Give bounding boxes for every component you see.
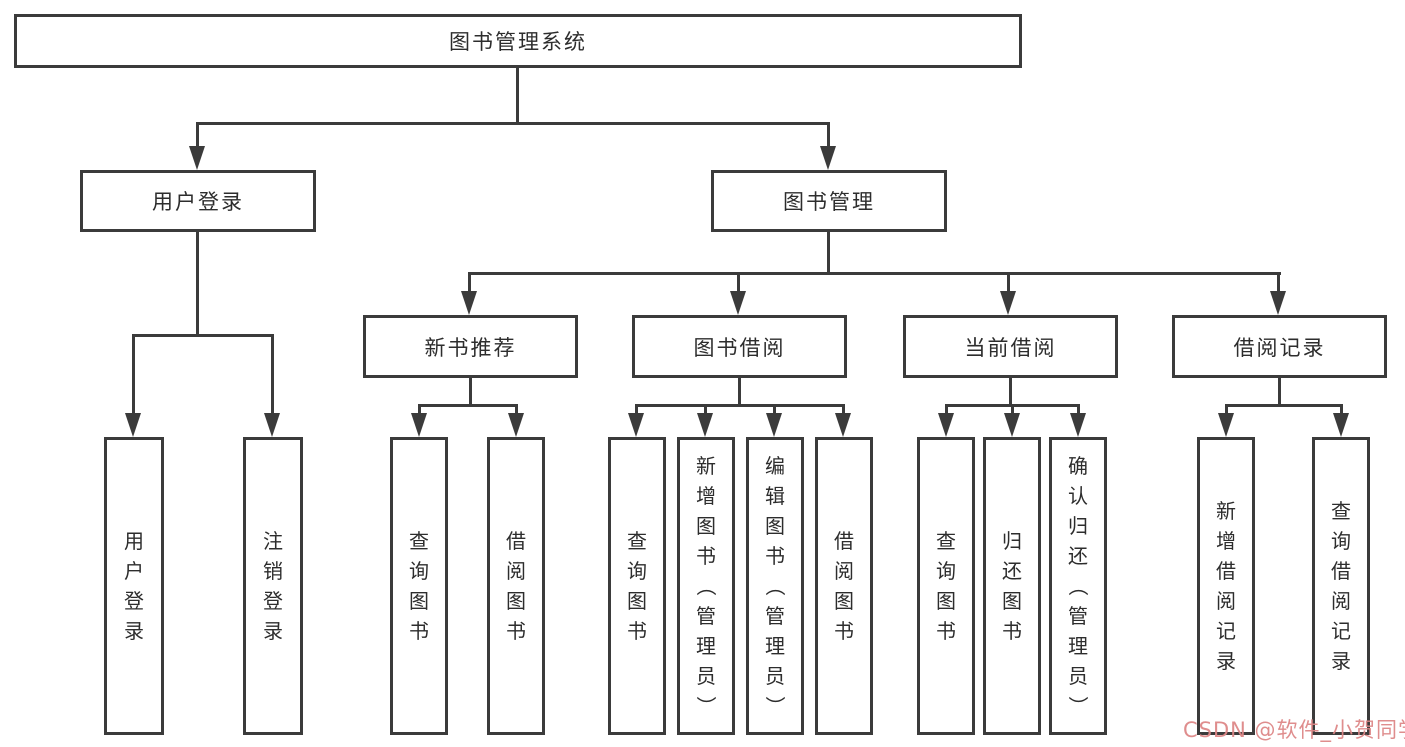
arrow-down-icon <box>1000 291 1016 315</box>
connector-line <box>704 404 707 416</box>
arrow-down-icon <box>189 146 205 170</box>
connector-line <box>1277 272 1280 292</box>
leaf-add-borrow-record: 新增借阅记录 <box>1197 437 1255 735</box>
leaf-query-books-current: 查询图书 <box>917 437 975 735</box>
node-book-borrowing: 图书借阅 <box>632 315 847 378</box>
connector-line <box>418 404 421 416</box>
node-user-login: 用户登录 <box>80 170 316 232</box>
arrow-down-icon <box>938 413 954 437</box>
connector-line <box>515 404 518 416</box>
leaf-label: 查询图书 <box>409 529 429 643</box>
connector-line <box>737 272 740 292</box>
leaf-label: 新增图书（管理员） <box>694 454 718 716</box>
arrow-down-icon <box>820 146 836 170</box>
connector-line <box>842 404 845 416</box>
leaf-add-book-admin: 新增图书（管理员） <box>677 437 735 735</box>
node-library-system: 图书管理系统 <box>14 14 1022 68</box>
leaf-query-books-borrowing: 查询图书 <box>608 437 666 735</box>
arrow-down-icon <box>461 291 477 315</box>
leaf-borrow-books-recommend: 借阅图书 <box>487 437 545 735</box>
node-label: 借阅记录 <box>1233 335 1326 360</box>
arrow-down-icon <box>125 413 141 437</box>
connector-line <box>945 404 948 416</box>
leaf-return-books: 归还图书 <box>983 437 1041 735</box>
arrow-down-icon <box>1218 413 1234 437</box>
connector-line <box>635 404 844 407</box>
leaf-label: 确认归还（管理员） <box>1066 454 1090 716</box>
connector-line <box>418 404 518 407</box>
connector-line <box>738 378 741 404</box>
connector-line <box>468 272 471 292</box>
connector-line <box>635 404 638 416</box>
leaf-borrow-books-borrowing: 借阅图书 <box>815 437 873 735</box>
connector-line <box>1225 404 1228 416</box>
leaf-label: 注销登录 <box>263 529 283 643</box>
arrow-down-icon <box>1070 413 1086 437</box>
connector-line <box>1009 378 1012 404</box>
arrow-down-icon <box>264 413 280 437</box>
connector-line <box>1011 404 1014 416</box>
leaf-query-borrow-record: 查询借阅记录 <box>1312 437 1370 735</box>
leaf-label: 查询借阅记录 <box>1331 499 1351 673</box>
connector-line <box>1007 272 1010 292</box>
leaf-edit-book-admin: 编辑图书（管理员） <box>746 437 804 735</box>
leaf-query-books-recommend: 查询图书 <box>390 437 448 735</box>
connector-line <box>773 404 776 416</box>
leaf-label: 新增借阅记录 <box>1216 499 1236 673</box>
leaf-confirm-return-admin: 确认归还（管理员） <box>1049 437 1107 735</box>
node-book-management: 图书管理 <box>711 170 947 232</box>
connector-line <box>469 378 472 404</box>
node-label: 当前借阅 <box>964 335 1057 360</box>
node-new-book-recommend: 新书推荐 <box>363 315 578 378</box>
connector-line <box>196 122 199 150</box>
arrow-down-icon <box>697 413 713 437</box>
arrow-down-icon <box>411 413 427 437</box>
node-label: 新书推荐 <box>424 335 517 360</box>
node-current-borrowing: 当前借阅 <box>903 315 1118 378</box>
arrow-down-icon <box>1270 291 1286 315</box>
connector-line <box>1077 404 1080 416</box>
connector-line <box>1340 404 1343 416</box>
arrow-down-icon <box>508 413 524 437</box>
leaf-label: 借阅图书 <box>834 529 854 643</box>
leaf-label: 借阅图书 <box>506 529 526 643</box>
connector-line <box>196 122 830 125</box>
node-label: 图书管理 <box>783 190 875 214</box>
watermark: CSDN @软件_小贺同学 <box>1183 718 1405 742</box>
connector-line <box>827 232 830 272</box>
leaf-logout: 注销登录 <box>243 437 303 735</box>
connector-line <box>196 232 199 334</box>
node-label: 用户登录 <box>152 190 244 214</box>
node-label: 图书借阅 <box>693 335 786 360</box>
connector-line <box>1278 378 1281 404</box>
arrow-down-icon <box>730 291 746 315</box>
connector-line <box>271 334 274 414</box>
arrow-down-icon <box>766 413 782 437</box>
connector-line <box>1225 404 1343 407</box>
node-borrowing-records: 借阅记录 <box>1172 315 1387 378</box>
connector-line <box>132 334 274 337</box>
arrow-down-icon <box>835 413 851 437</box>
arrow-down-icon <box>1004 413 1020 437</box>
connector-line <box>468 272 1281 275</box>
connector-line <box>132 334 135 414</box>
leaf-label: 查询图书 <box>627 529 647 643</box>
connector-line <box>516 68 519 122</box>
arrow-down-icon <box>1333 413 1349 437</box>
leaf-label: 查询图书 <box>936 529 956 643</box>
leaf-label: 编辑图书（管理员） <box>763 454 787 716</box>
leaf-user-login: 用户登录 <box>104 437 164 735</box>
connector-line <box>827 122 830 150</box>
leaf-label: 用户登录 <box>124 529 144 643</box>
node-label: 图书管理系统 <box>449 30 587 54</box>
arrow-down-icon <box>628 413 644 437</box>
leaf-label: 归还图书 <box>1002 529 1022 643</box>
